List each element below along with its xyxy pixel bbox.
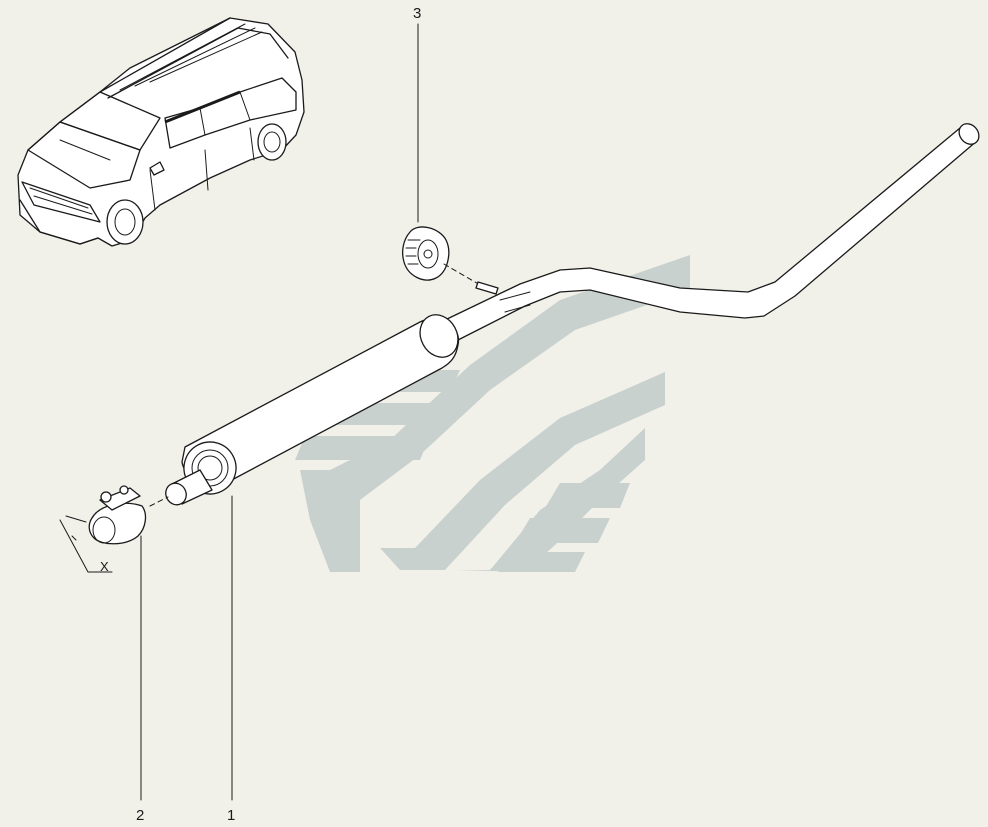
callout-1: 1 [227, 807, 235, 824]
dimension-label: X [100, 559, 109, 574]
vehicle-thumbnail [17, 17, 305, 247]
callout-3: 3 [413, 5, 421, 22]
hanger-pin [475, 281, 499, 295]
clamp-alignment-line [149, 496, 169, 507]
dimension-x: X [59, 515, 113, 574]
rubber-hanger [402, 226, 450, 281]
callout-2: 2 [136, 807, 144, 824]
hanger-alignment-line [443, 263, 483, 287]
pipe-clamp [88, 485, 147, 545]
muffler-assembly [165, 123, 980, 506]
